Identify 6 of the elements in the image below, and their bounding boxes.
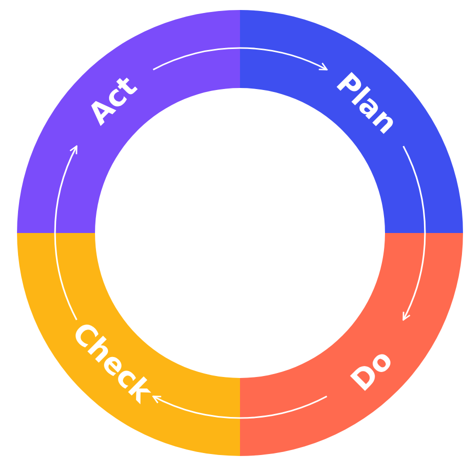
arrow [54, 145, 78, 320]
segment-label: Do [346, 344, 398, 396]
segment-label: Act [84, 70, 142, 130]
arrow [402, 146, 426, 321]
arrow [152, 47, 328, 71]
arrow [152, 395, 328, 419]
